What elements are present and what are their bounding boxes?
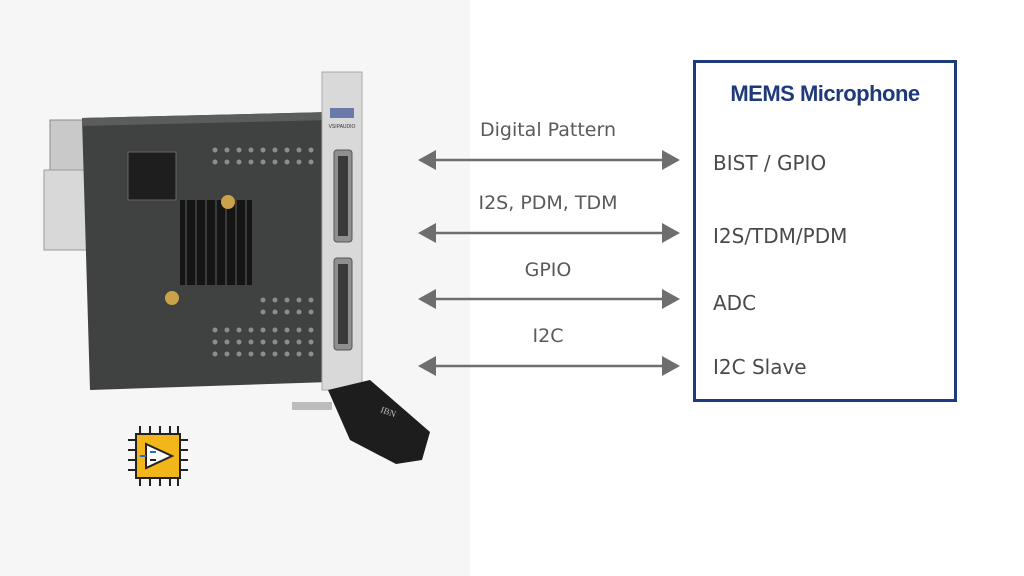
bidirectional-arrow-3 (418, 287, 680, 311)
signal-label-digital-pattern: Digital Pattern (418, 119, 678, 141)
pxi-card-image: VSIPAUDIO IBN (30, 60, 440, 470)
bidirectional-arrow-1 (418, 148, 680, 172)
port-i2c-slave: I2C Slave (713, 355, 807, 379)
port-adc: ADC (713, 291, 756, 315)
mems-microphone-box: MEMS Microphone BIST / GPIO I2S/TDM/PDM … (693, 60, 957, 402)
module-title: MEMS Microphone (696, 81, 954, 107)
port-bist-gpio: BIST / GPIO (713, 151, 826, 175)
port-i2s-tdm-pdm: I2S/TDM/PDM (713, 224, 847, 248)
signal-label-gpio: GPIO (418, 259, 678, 281)
signal-label-i2c: I2C (418, 325, 678, 347)
bidirectional-arrow-4 (418, 354, 680, 378)
faceplate-label: VSIPAUDIO (329, 124, 356, 130)
bidirectional-arrow-2 (418, 221, 680, 245)
signal-label-i2s-pdm-tdm: I2S, PDM, TDM (418, 192, 678, 214)
labview-chip-icon (126, 424, 190, 488)
